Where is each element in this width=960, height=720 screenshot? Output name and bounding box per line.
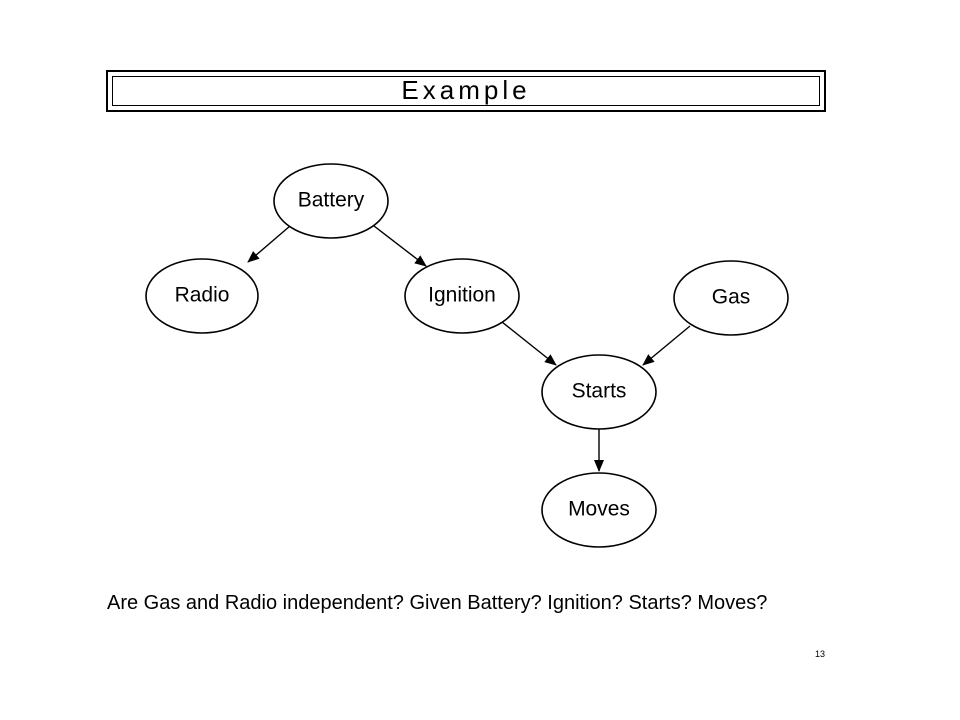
node-starts: Starts <box>541 354 657 430</box>
node-ignition: Ignition <box>404 258 520 334</box>
edge-gas-starts <box>642 325 691 366</box>
node-ignition-ellipse <box>404 258 520 334</box>
node-radio-label: Radio <box>175 284 230 307</box>
node-moves: Moves <box>541 472 657 548</box>
question-text: Are Gas and Radio independent? Given Bat… <box>107 592 768 614</box>
node-battery: Battery <box>273 163 389 239</box>
page-number: 13 <box>815 649 826 659</box>
node-gas-label: Gas <box>712 286 751 309</box>
node-radio: Radio <box>145 258 259 334</box>
title-frame: Example <box>106 70 826 112</box>
node-moves-label: Moves <box>568 498 630 521</box>
edge-battery-ignition <box>373 225 427 267</box>
title-inner-frame: Example <box>112 76 820 106</box>
node-starts-ellipse <box>541 354 657 430</box>
edge-battery-radio <box>247 225 291 263</box>
node-battery-label: Battery <box>298 189 365 212</box>
node-gas-ellipse <box>673 260 789 336</box>
node-battery-ellipse <box>273 163 389 239</box>
node-moves-ellipse <box>541 472 657 548</box>
node-gas: Gas <box>673 260 789 336</box>
node-ignition-label: Ignition <box>428 284 496 307</box>
edge-ignition-starts <box>501 321 557 366</box>
slide-title: Example <box>401 75 531 105</box>
node-starts-label: Starts <box>572 380 627 403</box>
node-radio-ellipse <box>145 258 259 334</box>
